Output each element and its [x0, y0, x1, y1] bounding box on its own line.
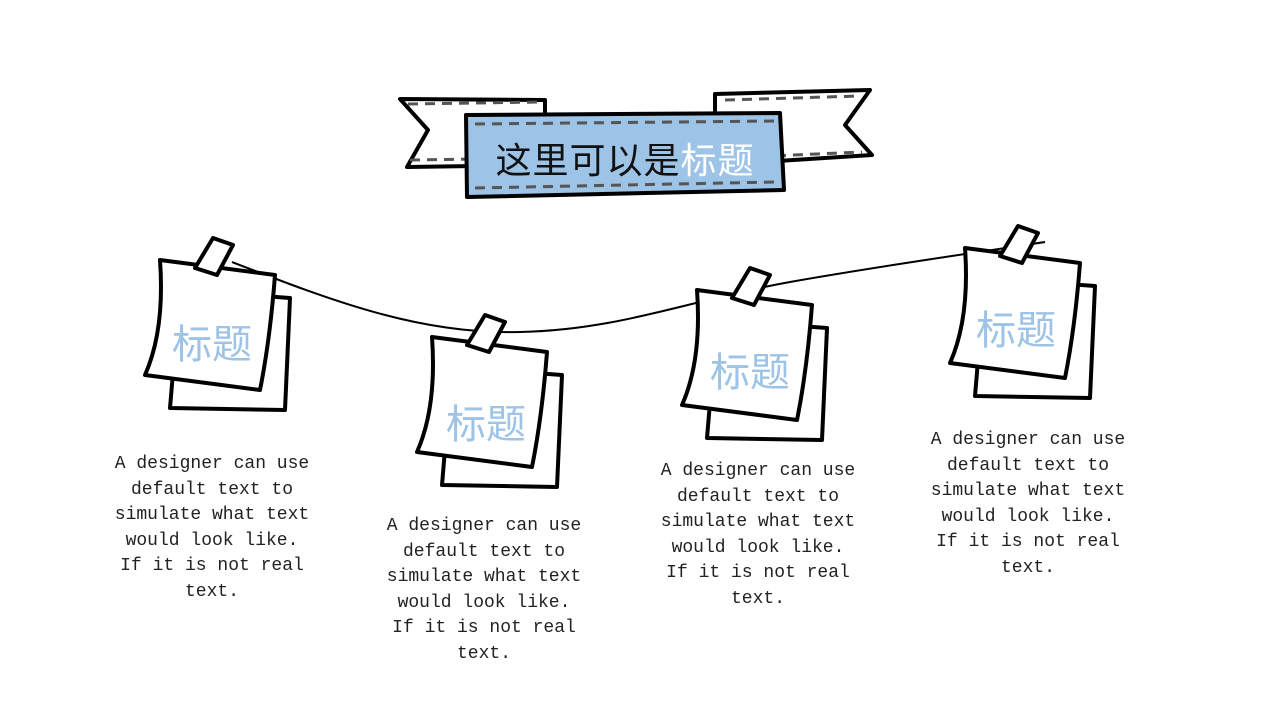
card-title-4: 标题: [976, 308, 1056, 354]
page-title: 这里可以是标题: [470, 132, 780, 184]
title-ribbon: [398, 88, 874, 199]
card-title-1: 标题: [172, 322, 252, 368]
card-title-3: 标题: [710, 350, 790, 396]
card-text-1: A designer can use default text to simul…: [114, 454, 310, 602]
card-text-2: A designer can use default text to simul…: [386, 516, 582, 664]
card-text-4: A designer can use default text to simul…: [930, 430, 1126, 578]
card-title-2: 标题: [446, 402, 526, 448]
hanging-string: [231, 241, 1046, 334]
title-highlight: 标题: [680, 141, 755, 182]
title-text: 这里可以是: [495, 141, 681, 182]
card-text-3: A designer can use default text to simul…: [660, 461, 856, 609]
